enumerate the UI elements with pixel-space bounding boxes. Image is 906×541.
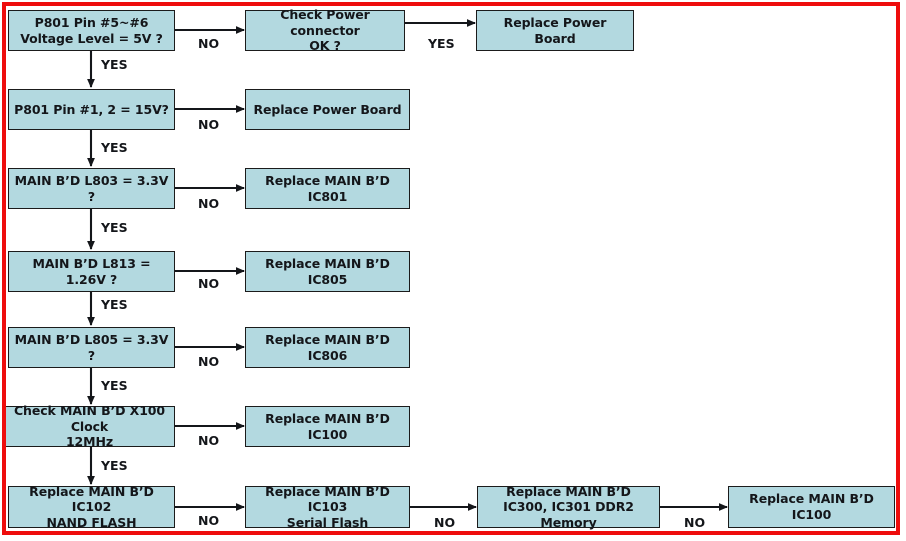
edge-label-no-l16: NO [684, 515, 706, 530]
flow-node-n15[interactable]: Replace MAIN B’D IC103 Serial Flash [245, 484, 410, 530]
flow-node-n10[interactable]: MAIN B’D L805 = 3.3V ? [8, 327, 175, 368]
flow-node-n3[interactable]: Replace Power Board [476, 10, 634, 51]
flow-node-n8[interactable]: MAIN B’D L813 = 1.26V ? [8, 251, 175, 292]
edge-label-no-l8: NO [198, 276, 220, 291]
flow-node-n4[interactable]: P801 Pin #1, 2 = 15V? [8, 89, 175, 130]
flow-node-n11[interactable]: Replace MAIN B’D IC806 [245, 327, 410, 368]
edge-label-no-l14: NO [198, 513, 220, 528]
flow-node-n13[interactable]: Replace MAIN B’D IC100 [245, 406, 410, 447]
edge-label-yes-l2: YES [428, 36, 455, 51]
flow-node-n1[interactable]: P801 Pin #5~#6 Voltage Level = 5V ? [8, 10, 175, 51]
flow-node-n6[interactable]: MAIN B’D L803 = 3.3V ? [8, 168, 175, 209]
edge-label-yes-l13: YES [101, 458, 128, 473]
edge-label-no-l1: NO [198, 36, 220, 51]
edge-label-yes-l5: YES [101, 140, 128, 155]
edge-label-yes-l11: YES [101, 378, 128, 393]
edge-label-no-l4: NO [198, 117, 220, 132]
flow-node-n7[interactable]: Replace MAIN B’D IC801 [245, 168, 410, 209]
flow-node-n17[interactable]: Replace MAIN B’D IC100 [728, 486, 895, 528]
edge-label-yes-l3: YES [101, 57, 128, 72]
flow-node-n16[interactable]: Replace MAIN B’D IC300, IC301 DDR2 Memor… [477, 484, 660, 530]
edge-label-no-l10: NO [198, 354, 220, 369]
flow-node-n14[interactable]: Replace MAIN B’D IC102 NAND FLASH [8, 484, 175, 530]
edge-label-yes-l7: YES [101, 220, 128, 235]
edge-label-no-l15: NO [434, 515, 456, 530]
edge-label-no-l12: NO [198, 433, 220, 448]
edge-label-no-l6: NO [198, 196, 220, 211]
flow-node-n2[interactable]: Check Power connector OK ? [245, 7, 405, 53]
flow-node-n12[interactable]: Check MAIN B’D X100 Clock 12MHz [4, 403, 175, 449]
flow-node-n5[interactable]: Replace Power Board [245, 89, 410, 130]
flow-node-n9[interactable]: Replace MAIN B’D IC805 [245, 251, 410, 292]
edge-label-yes-l9: YES [101, 297, 128, 312]
